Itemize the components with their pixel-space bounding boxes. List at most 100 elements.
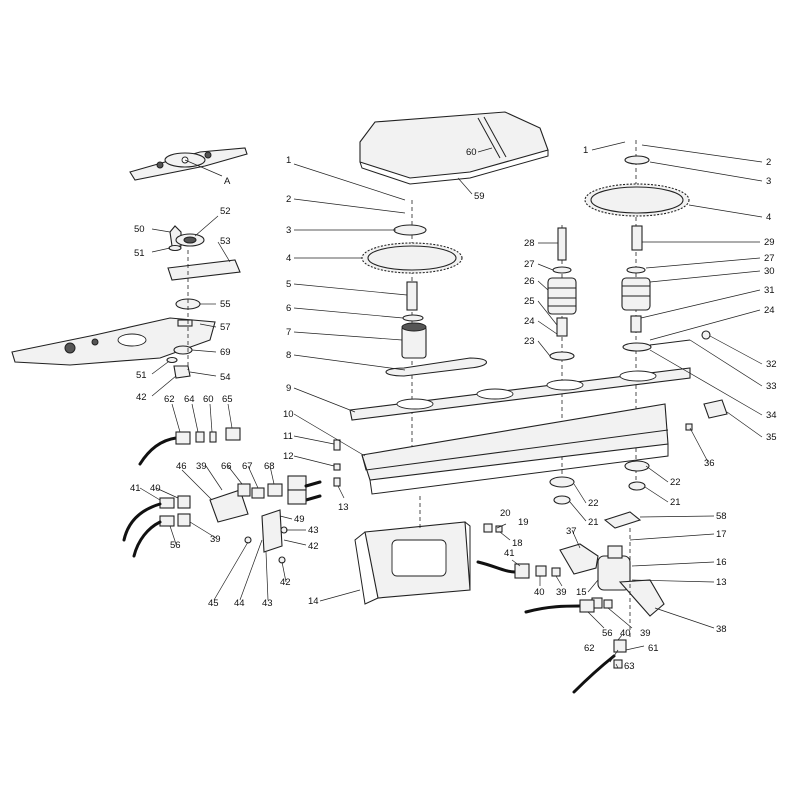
label-16: 16 (716, 557, 727, 568)
label-51-upper: 51 (134, 248, 145, 259)
label-14: 14 (308, 596, 319, 607)
label-7: 7 (286, 327, 291, 338)
label-34: 34 (766, 410, 777, 421)
label-2-right: 2 (766, 157, 771, 168)
label-24-right: 24 (764, 305, 775, 316)
label-43-lower: 43 (262, 598, 273, 609)
label-1-right: 1 (583, 145, 588, 156)
label-66: 66 (221, 461, 232, 472)
label-46: 46 (176, 461, 187, 472)
label-24-mid: 24 (524, 316, 535, 327)
label-40-right-upper: 40 (534, 587, 545, 598)
label-41-left: 41 (130, 483, 141, 494)
left-hydraulic-fittings (122, 427, 322, 564)
label-36: 36 (704, 458, 715, 469)
label-29: 29 (764, 237, 775, 248)
label-15: 15 (576, 587, 587, 598)
label-A: A (224, 176, 231, 187)
label-40-right-lower: 40 (620, 628, 631, 639)
label-38: 38 (716, 624, 727, 635)
label-25: 25 (524, 296, 535, 307)
label-23: 23 (524, 336, 535, 347)
label-55: 55 (220, 299, 231, 310)
label-37: 37 (566, 526, 577, 537)
label-22-right: 22 (670, 477, 681, 488)
label-39-right-lower: 39 (640, 628, 651, 639)
right-saw-stack (584, 140, 728, 480)
label-61: 61 (648, 643, 659, 654)
label-60-left: 60 (203, 394, 214, 405)
label-22-mid: 22 (588, 498, 599, 509)
leader-lines (139, 141, 763, 669)
label-64: 64 (184, 394, 195, 405)
label-59: 59 (474, 191, 485, 202)
label-27-right: 27 (764, 253, 775, 264)
label-31: 31 (764, 285, 775, 296)
label-17: 17 (716, 529, 727, 540)
label-62-right: 62 (584, 643, 595, 654)
label-27-mid: 27 (524, 259, 535, 270)
label-60-cover: 60 (466, 147, 477, 158)
label-69: 69 (220, 347, 231, 358)
label-3-left: 3 (286, 225, 291, 236)
label-45: 45 (208, 598, 219, 609)
label-56-right: 56 (602, 628, 613, 639)
label-18: 18 (512, 538, 523, 549)
label-56-left: 56 (170, 540, 181, 551)
label-9: 9 (286, 383, 291, 394)
label-21-mid: 21 (588, 517, 599, 528)
lower-hubs (549, 460, 650, 505)
label-43-upper: 43 (308, 525, 319, 536)
label-19: 19 (518, 517, 529, 528)
right-hydraulic-fittings (476, 560, 627, 694)
hydraulic-motor (559, 511, 665, 640)
label-28: 28 (524, 238, 535, 249)
lower-blade-assembly (11, 225, 241, 379)
middle-pulley-stack (547, 225, 577, 480)
label-13-left: 13 (338, 502, 349, 513)
label-40-left: 40 (150, 483, 161, 494)
label-39-left-lower: 39 (210, 534, 221, 545)
label-49: 49 (294, 514, 305, 525)
label-2-left: 2 (286, 194, 291, 205)
label-65: 65 (222, 394, 233, 405)
left-saw-stack (361, 200, 488, 470)
label-20: 20 (500, 508, 511, 519)
label-11: 11 (283, 431, 293, 442)
label-39-right-upper: 39 (556, 587, 567, 598)
label-5: 5 (286, 279, 291, 290)
top-cover (359, 111, 549, 185)
label-10: 10 (283, 409, 294, 420)
label-41-right: 41 (504, 548, 515, 559)
label-53: 53 (220, 236, 231, 247)
label-4-left: 4 (286, 253, 291, 264)
label-1-left: 1 (286, 155, 291, 166)
label-52: 52 (220, 206, 231, 217)
label-42-left: 42 (136, 392, 147, 403)
label-67: 67 (242, 461, 253, 472)
label-39-left-upper: 39 (196, 461, 207, 472)
label-35: 35 (766, 432, 777, 443)
label-63: 63 (624, 661, 635, 672)
label-44: 44 (234, 598, 245, 609)
label-13-right: 13 (716, 577, 727, 588)
label-68: 68 (264, 461, 275, 472)
gearbox-housing (354, 496, 471, 605)
label-51-lower: 51 (136, 370, 147, 381)
label-50: 50 (134, 224, 145, 235)
label-54: 54 (220, 372, 231, 383)
frame-plates (349, 367, 691, 495)
label-42-upper: 42 (308, 541, 319, 552)
label-30: 30 (764, 266, 775, 277)
label-32: 32 (766, 359, 777, 370)
part-labels: A 50 51 52 53 55 57 69 51 54 42 62 64 60… (130, 145, 777, 672)
label-58: 58 (716, 511, 727, 522)
label-8: 8 (286, 350, 291, 361)
label-57: 57 (220, 322, 231, 333)
label-33: 33 (766, 381, 777, 392)
label-6: 6 (286, 303, 291, 314)
label-26: 26 (524, 276, 535, 287)
label-12: 12 (283, 451, 294, 462)
label-62-left: 62 (164, 394, 175, 405)
